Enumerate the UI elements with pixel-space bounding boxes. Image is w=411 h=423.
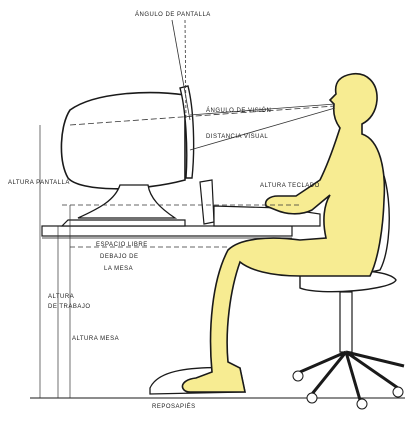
desk (42, 226, 292, 238)
desk-top (42, 226, 292, 236)
label-viewing-angle: ÁNGULO DE VISIÓN (206, 108, 271, 114)
label-keyboard-height: ALTURA TECLADO (260, 183, 320, 189)
label-free-space-line1: ESPACIO LIBRE (96, 242, 148, 248)
chair-legs (300, 352, 404, 400)
label-desk-height: ALTURA MESA (72, 336, 119, 342)
label-free-space-line3: LA MESA (104, 266, 133, 272)
label-viewing-distance: DISTANCIA VISUAL (206, 134, 268, 140)
chair-wheel (307, 393, 317, 403)
sight-line-lower (190, 108, 335, 150)
label-work-height-line2: DE TRABAJO (48, 304, 91, 310)
label-footrest: REPOSAPIÉS (152, 404, 196, 410)
label-screen-height: ALTURA PANTALLA (8, 180, 70, 186)
chair-wheel (293, 371, 303, 381)
monitor-foot (62, 220, 185, 226)
label-screen-angle: ÁNGULO DE PANTALLA (135, 12, 211, 18)
chair-wheel (357, 399, 367, 409)
document-holder (200, 180, 214, 224)
label-work-height-line1: ALTURA (48, 294, 74, 300)
chair-column (340, 292, 352, 352)
chair-wheel (393, 387, 403, 397)
monitor-housing (61, 93, 185, 189)
label-free-space-line2: DEBAJO DE (100, 254, 139, 260)
monitor-base (78, 185, 175, 218)
